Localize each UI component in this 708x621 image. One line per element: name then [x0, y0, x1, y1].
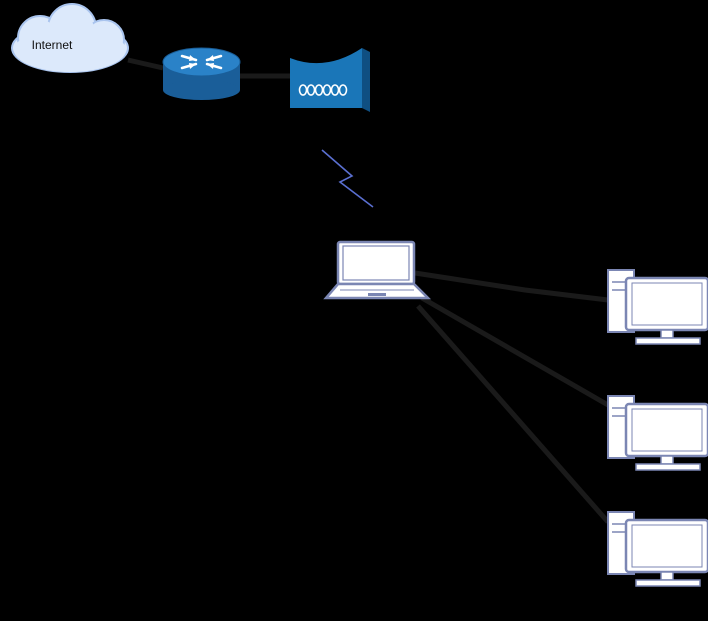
pc-1: [607, 269, 708, 345]
lightning-bolt-icon: [321, 149, 374, 208]
wireless-access-point-icon: [290, 48, 370, 112]
internet-label: Internet: [32, 38, 73, 52]
pc-3: [607, 511, 708, 587]
access-point: [290, 48, 370, 112]
desktop-pc-icon: [607, 269, 708, 345]
wireless-link: [321, 149, 374, 208]
laptop: [323, 240, 432, 300]
link-cloud-router: [127, 57, 164, 71]
cloud-icon: [11, 3, 129, 73]
laptop-icon: [323, 240, 432, 300]
internet-cloud: Internet: [11, 3, 129, 73]
link-laptop-pc2: [420, 295, 610, 408]
desktop-pc-icon: [607, 395, 708, 471]
link-laptop-pc3: [416, 304, 610, 524]
connections: [127, 57, 610, 524]
link-laptop-pc1: [414, 270, 609, 303]
router: [162, 47, 241, 100]
router-icon: [162, 47, 241, 100]
pc-2: [607, 395, 708, 471]
desktop-pc-icon: [607, 511, 708, 587]
